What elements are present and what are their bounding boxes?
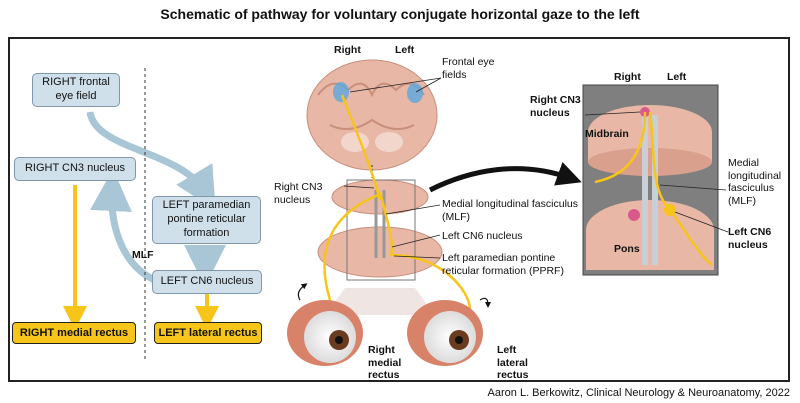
diagram-title: Schematic of pathway for voluntary conju…: [160, 6, 640, 22]
pprf-label: Left paramedian pontine reticular format…: [442, 252, 564, 277]
right-frontal-eye-field-marker: [333, 82, 349, 102]
mlf-label: Medial longitudinal fasciculus (MLF): [442, 198, 578, 223]
inset-right-label: Right: [614, 71, 641, 83]
inset-left-cn6-label: Left CN6 nucleus: [728, 226, 772, 251]
left-frontal-eye-field-marker: [407, 83, 423, 103]
brain-coronal-section: [306, 59, 438, 178]
inset-mlf-label: Medial longitudinal fasciculus (MLF): [728, 157, 782, 207]
eyes: [287, 283, 491, 366]
inset-leader-lines: [584, 111, 729, 233]
frontal-eye-fields-label: Frontal eye fields: [442, 56, 495, 81]
left-lateral-rectus-box: LEFT lateral rectus: [154, 322, 262, 344]
mlf-flow-label: MLF: [132, 249, 154, 261]
midbrain-label: Midbrain: [585, 128, 629, 140]
center-right-label: Right: [334, 44, 361, 56]
source-credit: Aaron L. Berkowitz, Clinical Neurology &…: [487, 387, 790, 399]
right-frontal-eye-field-box: RIGHT frontal eye field: [32, 73, 120, 107]
figure-frame: [8, 37, 790, 382]
left-cn6-nucleus-box: LEFT CN6 nucleus: [152, 270, 262, 294]
inset-panel: [582, 84, 719, 276]
center-left-label: Left: [395, 44, 415, 56]
right-medial-rectus-box: RIGHT medial rectus: [12, 322, 136, 344]
yellow-pathways: [323, 94, 473, 354]
left-lateral-rectus-label: Left lateral rectus: [497, 344, 529, 382]
center-leader-lines: [343, 77, 442, 259]
right-medial-rectus-label: Right medial rectus: [368, 344, 402, 382]
flow-arrows: [63, 111, 226, 330]
right-cn3-nucleus-box: RIGHT CN3 nucleus: [14, 157, 136, 181]
inset-right-cn3-label: Right CN3 nucleus: [530, 94, 581, 119]
inset-left-label: Left: [667, 71, 687, 83]
right-cn3-nucleus-label: Right CN3 nucleus: [274, 181, 323, 206]
left-pprf-box: LEFT paramedian pontine reticular format…: [152, 196, 261, 244]
pons-label: Pons: [614, 243, 640, 255]
zoom-arrow: [428, 162, 582, 193]
left-cn6-nucleus-label: Left CN6 nucleus: [442, 230, 523, 242]
